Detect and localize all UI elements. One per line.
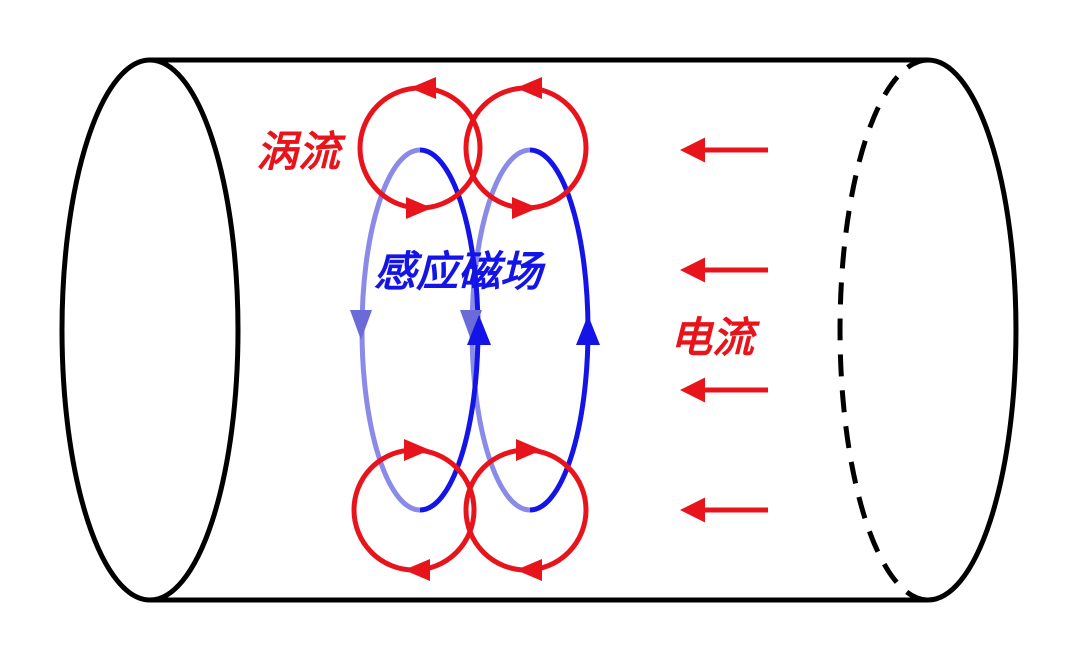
- cylinder: [59, 57, 1019, 603]
- eddy-arrow: [404, 559, 430, 581]
- field-arrow-down-left: [350, 310, 372, 340]
- eddy-arrow: [406, 197, 432, 219]
- eddy-arrow: [404, 439, 430, 461]
- field-arrow-down-mid: [460, 310, 482, 340]
- cylinder-left-end: [59, 57, 241, 603]
- eddy-arrowheads: [404, 77, 542, 581]
- current-arrows: [680, 137, 768, 523]
- eddy-arrow: [516, 559, 542, 581]
- field-arrow-up-left: [467, 315, 491, 345]
- cylinder-right-back-arc: [837, 57, 929, 603]
- eddy-arrow: [516, 439, 542, 461]
- cylinder-right-front-arc: [927, 57, 1019, 603]
- field-loop-right-front: [529, 147, 591, 513]
- eddy-arrow: [410, 77, 436, 99]
- current-label: 电流: [670, 313, 760, 362]
- eddy-current-label: 涡流: [256, 127, 346, 176]
- field-arrow-up-right: [576, 315, 600, 345]
- eddy-arrow: [516, 77, 542, 99]
- induced-field-label: 感应磁场: [374, 247, 546, 296]
- eddy-arrow: [512, 197, 538, 219]
- induced-field-loops: [350, 147, 600, 513]
